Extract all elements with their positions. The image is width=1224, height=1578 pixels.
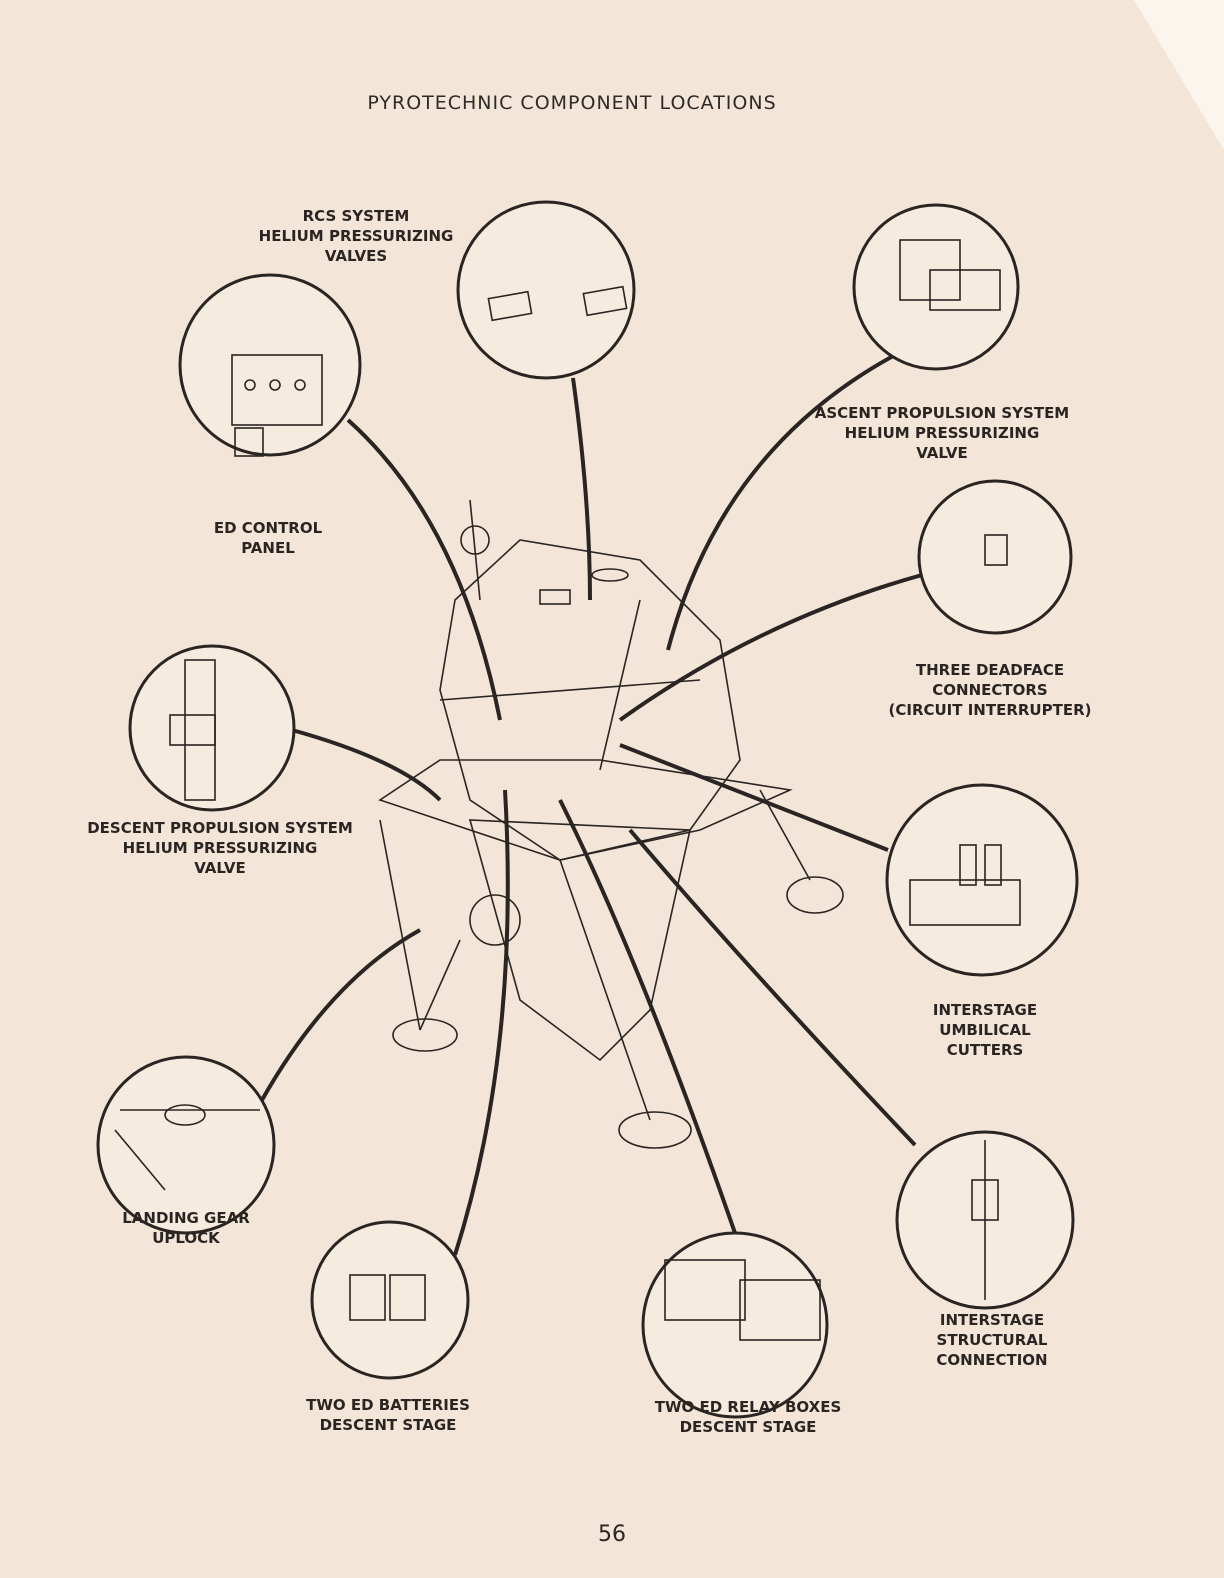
ed-control-panel-detail-circle bbox=[178, 273, 362, 457]
landing-gear-uplock-detail-circle bbox=[96, 1055, 276, 1235]
label-deadface-connectors: THREE DEADFACE CONNECTORS (CIRCUIT INTER… bbox=[889, 660, 1092, 720]
label-line: DESCENT PROPULSION SYSTEM bbox=[87, 819, 353, 837]
label-line: ED CONTROL bbox=[213, 519, 323, 537]
label-line: VALVE bbox=[916, 444, 968, 462]
label-line: HELIUM PRESSURIZING bbox=[258, 227, 454, 245]
label-descent-valve: DESCENT PROPULSION SYSTEM HELIUM PRESSUR… bbox=[87, 818, 353, 878]
relay-boxes-detail-circle bbox=[641, 1231, 829, 1419]
ascent-valve-detail-circle bbox=[852, 203, 1020, 371]
label-line: THREE DEADFACE bbox=[915, 661, 1065, 679]
label-line: STRUCTURAL bbox=[936, 1331, 1048, 1349]
label-ed-control-panel: ED CONTROL PANEL bbox=[214, 518, 322, 558]
label-line: VALVE bbox=[194, 859, 246, 877]
label-line: PANEL bbox=[241, 539, 295, 557]
label-line: CUTTERS bbox=[946, 1041, 1024, 1059]
label-line: CONNECTORS bbox=[932, 681, 1048, 699]
label-rcs-valves: RCS SYSTEM HELIUM PRESSURIZING VALVES bbox=[259, 206, 454, 266]
label-line: LANDING GEAR bbox=[122, 1209, 250, 1227]
deadface-connectors-detail-circle bbox=[917, 479, 1073, 635]
label-line: UMBILICAL bbox=[939, 1021, 1031, 1039]
label-line: (CIRCUIT INTERRUPTER) bbox=[888, 701, 1092, 719]
folded-page-corner bbox=[1134, 0, 1224, 150]
label-line: UPLOCK bbox=[152, 1229, 220, 1247]
label-line: RCS SYSTEM bbox=[302, 207, 410, 225]
label-structural-connection: INTERSTAGE STRUCTURAL CONNECTION bbox=[936, 1310, 1047, 1370]
label-line: DESCENT STAGE bbox=[679, 1418, 817, 1436]
leader-lines bbox=[260, 353, 923, 1256]
label-line: HELIUM PRESSURIZING bbox=[122, 839, 318, 857]
label-line: ASCENT PROPULSION SYSTEM bbox=[814, 404, 1070, 422]
lunar-module-drawing bbox=[378, 499, 844, 1149]
page-number: 56 bbox=[598, 1522, 626, 1547]
label-ed-batteries: TWO ED BATTERIES DESCENT STAGE bbox=[306, 1395, 470, 1435]
label-line: INTERSTAGE bbox=[932, 1001, 1038, 1019]
rcs-valves-detail-circle bbox=[456, 200, 636, 380]
label-line: DESCENT STAGE bbox=[319, 1416, 457, 1434]
label-umbilical-cutters: INTERSTAGE UMBILICAL CUTTERS bbox=[933, 1000, 1037, 1060]
label-landing-gear-uplock: LANDING GEAR UPLOCK bbox=[122, 1208, 250, 1248]
label-line: CONNECTION bbox=[936, 1351, 1048, 1369]
label-relay-boxes: TWO ED RELAY BOXES DESCENT STAGE bbox=[655, 1397, 842, 1437]
label-ascent-valve: ASCENT PROPULSION SYSTEM HELIUM PRESSURI… bbox=[815, 403, 1070, 463]
label-line: INTERSTAGE bbox=[939, 1311, 1045, 1329]
label-line: TWO ED RELAY BOXES bbox=[654, 1398, 842, 1416]
descent-valve-detail-circle bbox=[128, 644, 296, 812]
label-line: TWO ED BATTERIES bbox=[306, 1396, 470, 1414]
diagram-title: PYROTECHNIC COMPONENT LOCATIONS bbox=[367, 92, 777, 114]
label-line: HELIUM PRESSURIZING bbox=[844, 424, 1040, 442]
label-line: VALVES bbox=[324, 247, 388, 265]
